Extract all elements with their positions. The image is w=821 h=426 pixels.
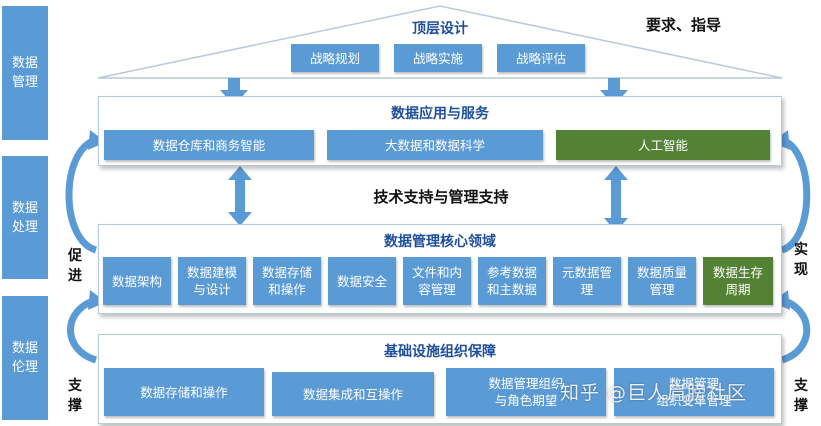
realize-label: 实 现	[794, 242, 808, 278]
side-label-data-management: 数据 管理	[2, 6, 48, 140]
core-item-data-lifecycle: 数据生存 周期	[703, 257, 773, 305]
arrowhead-left-lower	[88, 290, 106, 310]
dw-bi-box: 数据仓库和商务智能	[104, 130, 314, 160]
roof-triangle	[97, 5, 783, 79]
curved-arrow-left-lower	[67, 296, 98, 364]
curved-arrow-right-upper	[780, 136, 811, 254]
strategy-evaluation-box: 战略评估	[497, 44, 585, 72]
top-design-title: 顶层设计	[412, 21, 468, 37]
curved-arrow-left-upper	[65, 136, 98, 254]
core-item-data-modeling: 数据建模 与设计	[178, 257, 246, 305]
core-item-reference-master: 参考数据 和主数据	[478, 257, 546, 305]
infra-item-integration: 数据集成和互操作	[272, 372, 434, 416]
arrow-shaft-roof-right	[608, 78, 620, 92]
core-item-data-quality: 数据质量 管理	[628, 257, 696, 305]
promote-label: 促 进	[68, 248, 82, 284]
core-item-data-security: 数据安全	[328, 257, 396, 305]
core-item-document-content: 文件和内 容管理	[403, 257, 471, 305]
side-label-data-ethics: 数据 伦理	[2, 296, 48, 420]
double-arrow-right	[604, 166, 628, 232]
side-label-data-processing: 数据 处理	[2, 156, 48, 279]
core-title: 数据管理核心领域	[384, 234, 496, 250]
bigdata-datascience-box: 大数据和数据科学	[327, 130, 543, 160]
requirements-guidance-label: 要求、指导	[646, 16, 722, 34]
infra-item-storage: 数据存储和操作	[104, 368, 264, 416]
core-item-data-architecture: 数据架构	[103, 257, 171, 305]
core-item-data-storage: 数据存储 和操作	[253, 257, 321, 305]
strategy-implementation-box: 战略实施	[394, 44, 482, 72]
watermark: 知乎 @巨人肩膀社区	[560, 382, 748, 404]
ai-box: 人工智能	[556, 130, 770, 160]
double-arrow-left	[228, 166, 252, 226]
left-support-label: 支 撑	[68, 378, 82, 414]
infra-item-organization-roles: 数据管理组织 与角色期望	[446, 368, 606, 416]
arrowhead-left-upper	[88, 130, 106, 150]
services-title: 数据应用与服务	[391, 106, 489, 122]
support-label: 技术支持与管理支持	[373, 188, 509, 206]
curved-arrow-right-lower	[780, 296, 811, 364]
core-item-metadata: 元数据管 理	[553, 257, 621, 305]
infra-title: 基础设施组织保障	[384, 344, 496, 360]
right-support-label: 支 撑	[794, 378, 808, 414]
arrow-shaft-roof-left	[228, 78, 240, 92]
strategy-planning-box: 战略规划	[291, 44, 379, 72]
infra-item-org-change: 数据管理 组织变革管理	[614, 368, 774, 416]
